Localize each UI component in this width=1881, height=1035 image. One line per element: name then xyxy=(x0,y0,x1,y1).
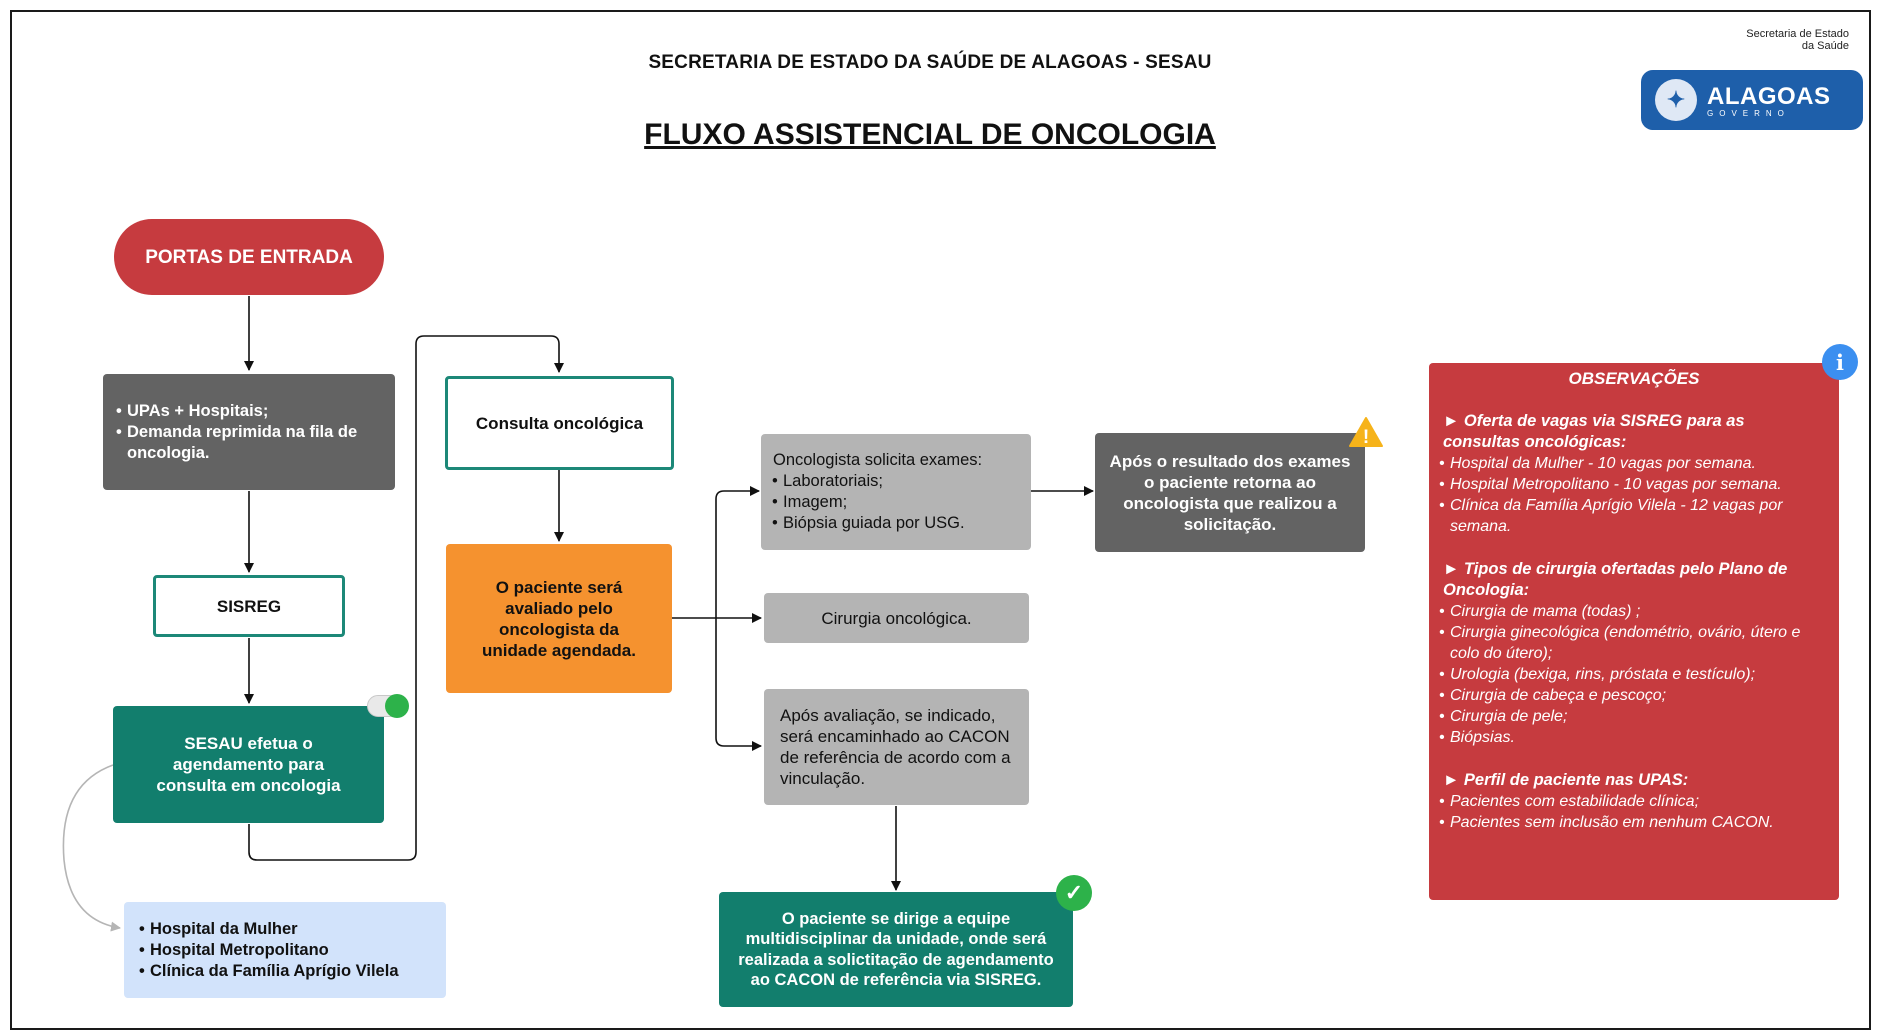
node-entry-points: UPAs + Hospitais; Demanda reprimida na f… xyxy=(103,374,395,490)
node-hospitals-list: Hospital da Mulher Hospital Metropolitan… xyxy=(124,902,446,998)
logo-caption: Secretaria de Estado da Saúde xyxy=(1746,28,1849,52)
obs-section-heading: ► Perfil de paciente nas UPAS: xyxy=(1443,771,1689,789)
toggle-knob xyxy=(385,694,409,718)
edge-sesau-hospitals xyxy=(62,764,121,932)
info-icon[interactable]: i xyxy=(1822,344,1858,380)
node-sesau-agendamento: SESAU efetua o agendamento para consulta… xyxy=(113,706,384,823)
warning-icon: ! xyxy=(1348,416,1384,453)
obs-section-heading: ► Oferta de vagas via SISREG para as con… xyxy=(1443,412,1745,451)
node-retorno-oncologista: Após o resultado dos exames o paciente r… xyxy=(1095,433,1365,552)
check-icon: ✓ xyxy=(1056,875,1092,911)
obs-section-heading: ► Tipos de cirurgia ofertadas pelo Plano… xyxy=(1443,560,1788,599)
node-encaminhado-cacon: Após avaliação, se indicado, será encami… xyxy=(764,689,1029,805)
start-node-portas-de-entrada: PORTAS DE ENTRADA xyxy=(114,219,384,295)
edge-branch-cacon xyxy=(715,618,762,751)
obs-section-list: Hospital da Mulher - 10 vagas por semana… xyxy=(1439,453,1825,537)
node-sisreg: SISREG xyxy=(153,575,345,637)
governo-logo: ✦ ALAGOAS GOVERNO xyxy=(1641,70,1863,130)
edge-sesau-consulta xyxy=(248,335,564,861)
node-equipe-multidisciplinar: O paciente se dirige a equipe multidisci… xyxy=(719,892,1073,1007)
org-header: SECRETARIA DE ESTADO DA SAÚDE DE ALAGOAS… xyxy=(648,52,1212,73)
edge-branch-exames xyxy=(715,486,760,618)
node-consulta-oncologica: Consulta oncológica xyxy=(445,376,674,470)
coat-of-arms-icon: ✦ xyxy=(1655,79,1697,121)
page-frame xyxy=(10,10,1871,1030)
svg-text:!: ! xyxy=(1363,427,1369,448)
page-title: FLUXO ASSISTENCIAL DE ONCOLOGIA xyxy=(644,118,1216,151)
toggle-switch[interactable] xyxy=(367,694,409,718)
obs-section-list: Pacientes com estabilidade clínica; Paci… xyxy=(1439,791,1825,833)
node-cirurgia-oncologica: Cirurgia oncológica. xyxy=(764,593,1029,643)
observacoes-panel: OBSERVAÇÕES ► Oferta de vagas via SISREG… xyxy=(1429,363,1839,900)
node-solicita-exames: Oncologista solicita exames: Laboratoria… xyxy=(761,434,1031,550)
obs-section-list: Cirurgia de mama (todas) ; Cirurgia gine… xyxy=(1439,601,1825,748)
observacoes-title: OBSERVAÇÕES xyxy=(1568,369,1700,388)
node-paciente-avaliado: O paciente será avaliado pelo oncologist… xyxy=(446,544,672,693)
